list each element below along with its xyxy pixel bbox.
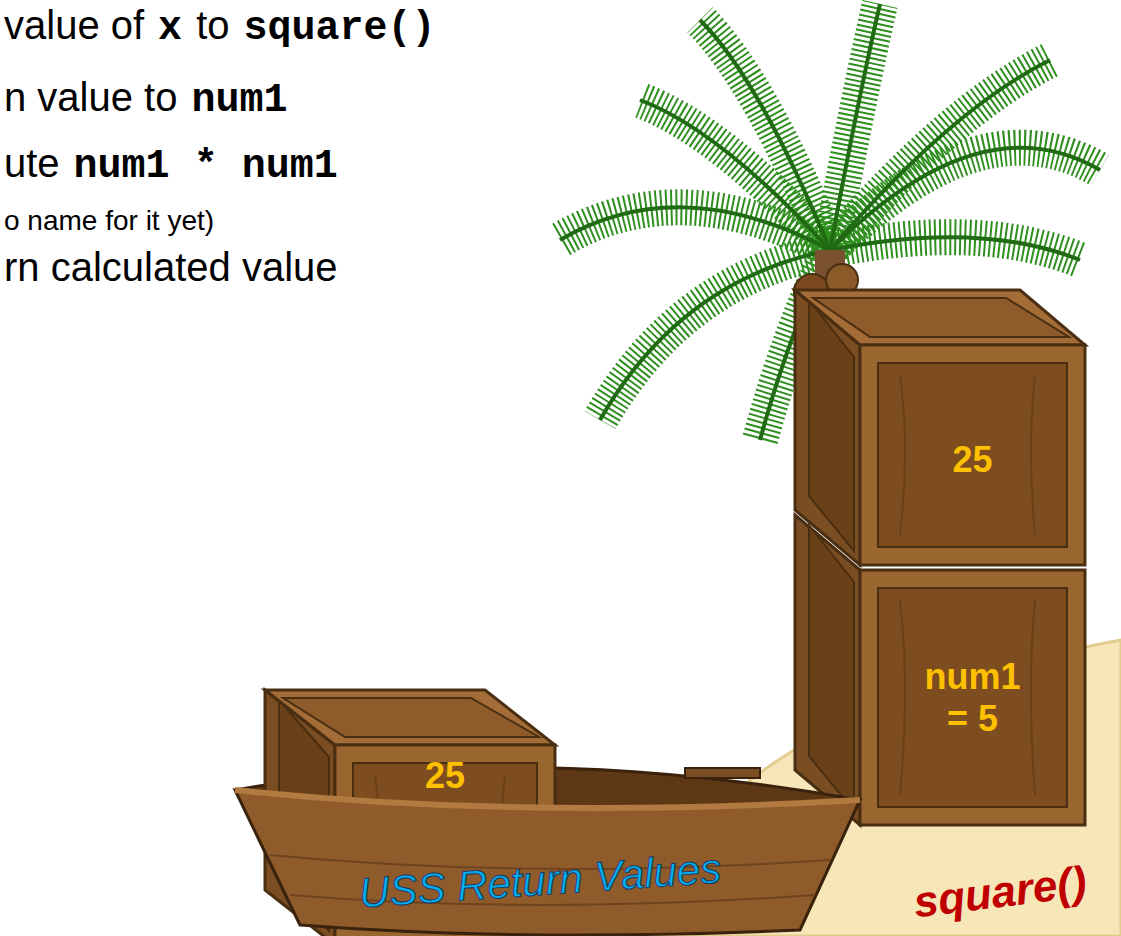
crate: 25	[795, 290, 1085, 565]
crate-value: 25	[952, 439, 992, 480]
text-line: o name for it yet)	[4, 204, 228, 238]
slide-text: ute	[4, 140, 60, 186]
boat: 25USS Return Values	[230, 680, 870, 936]
code-text: num1	[191, 78, 287, 124]
code-text: square()	[243, 6, 435, 52]
text-line: ute num1 * num1	[4, 140, 352, 190]
code-text: num1 * num1	[74, 144, 338, 190]
slide-text: o name for it yet)	[4, 204, 214, 238]
crate: num1 = 5	[795, 515, 1085, 825]
text-line: n value to num1	[4, 74, 301, 124]
crate-label-box: num1 = 5	[860, 570, 1085, 825]
slide-text: n value to	[4, 74, 177, 120]
slide-text: value of	[4, 2, 144, 48]
code-text: x	[158, 6, 182, 52]
crate-label-box: 25	[335, 745, 555, 807]
text-line: rn calculated value	[4, 244, 352, 290]
crate-value: num1 = 5	[923, 656, 1023, 739]
crate-drawing	[795, 290, 1085, 565]
crate-value: 25	[425, 755, 465, 796]
text-line: value of xto square()	[4, 2, 450, 52]
slide-text: rn calculated value	[4, 244, 338, 290]
slide-text: to	[196, 2, 229, 48]
crate-label-box: 25	[860, 360, 1085, 560]
